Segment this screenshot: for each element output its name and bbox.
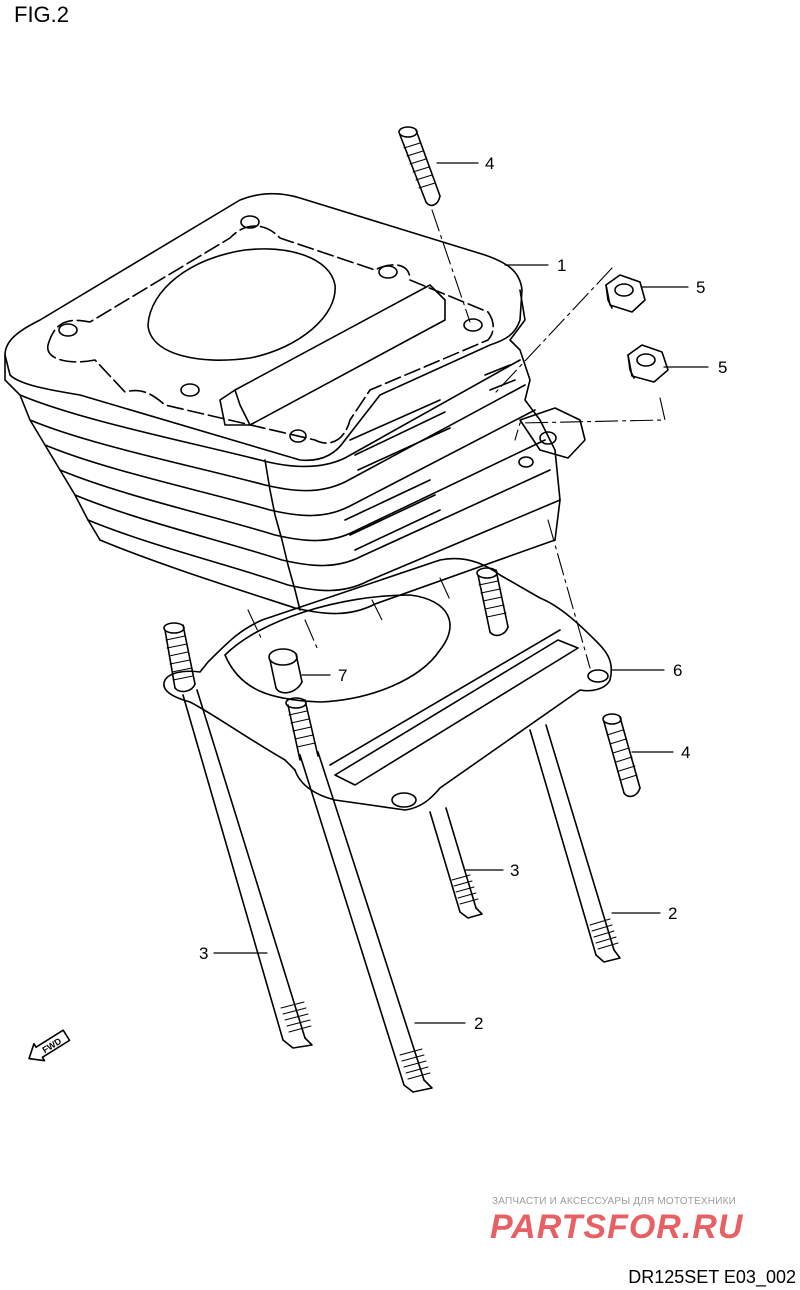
long-stud-left <box>182 689 313 1049</box>
long-stud-right <box>529 724 621 963</box>
watermark-brand: PARTSFOR.RU <box>490 1208 744 1246</box>
callout-6: 6 <box>673 661 682 680</box>
stud-bolt-upper <box>398 126 441 207</box>
cylinder-block <box>4 192 586 615</box>
callout-7: 7 <box>338 666 347 685</box>
watermark-tagline: ЗАПЧАСТИ И АКСЕССУАРЫ ДЛЯ МОТОТЕХНИКИ <box>492 1196 737 1207</box>
nut-lower <box>627 344 669 383</box>
short-stud-center <box>429 807 483 919</box>
callout-3-left: 3 <box>199 944 208 963</box>
assembly-lines <box>247 209 666 669</box>
long-stud-middle <box>299 751 433 1093</box>
dowel-pin <box>268 648 303 694</box>
watermark-logo: PARTSFOR.RU <box>490 1208 744 1246</box>
callout-4-lower: 4 <box>681 743 690 762</box>
stud-top-right <box>476 567 509 637</box>
diagram-code: DR125SET E03_002 <box>628 1267 796 1287</box>
stud-top-left <box>163 622 196 693</box>
callout-2-right: 2 <box>668 904 677 923</box>
nut-upper <box>605 274 646 313</box>
callout-3-center: 3 <box>510 861 519 880</box>
leader-lines <box>213 162 709 1024</box>
stud-bolt-lower <box>602 713 641 798</box>
callout-5-upper: 5 <box>696 278 705 297</box>
callout-2-bottom: 2 <box>474 1014 483 1033</box>
fwd-arrow-icon: FWD <box>28 1029 71 1062</box>
callout-labels: 1 2 2 3 3 4 4 5 5 6 7 <box>199 154 727 1033</box>
callout-5-lower: 5 <box>718 358 727 377</box>
callout-4-top: 4 <box>485 154 494 173</box>
callout-1: 1 <box>557 256 566 275</box>
cylinder-base-gasket <box>163 557 613 811</box>
figure-title: FIG.2 <box>14 2 70 27</box>
stud-top-middle <box>285 697 319 761</box>
